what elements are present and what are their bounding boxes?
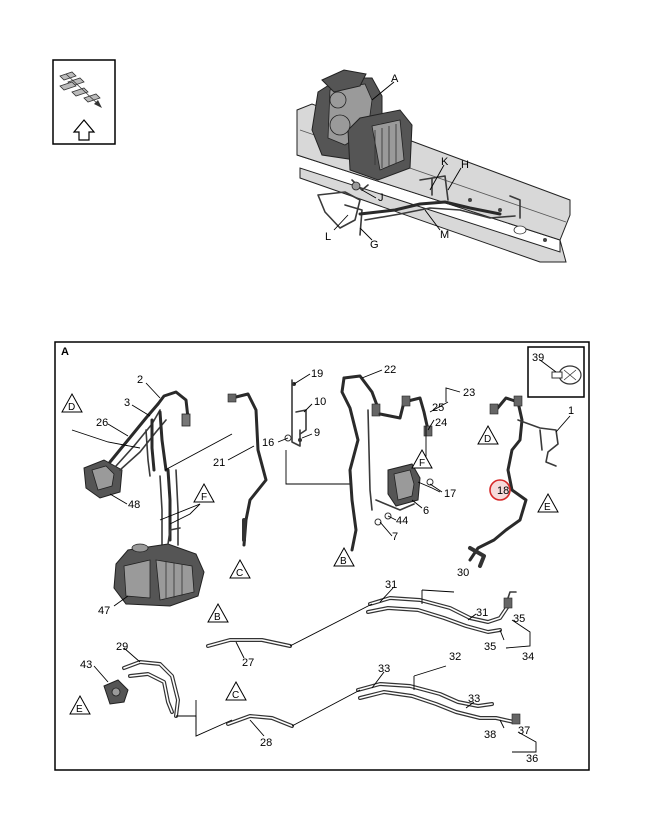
callout-27: 27 (242, 657, 254, 669)
callout-31-a: 31 (385, 579, 397, 591)
inset-part-18: 39 (527, 346, 585, 398)
callout-H: H (461, 159, 469, 171)
callout-J: J (378, 192, 384, 204)
callout-35-a: 35 (513, 613, 525, 625)
ref-triangle-E-lower: E (69, 694, 91, 715)
pipe-29 (103, 660, 233, 737)
callout-47: 47 (98, 605, 110, 617)
detail-label: A (61, 346, 69, 358)
svg-text:F: F (419, 458, 425, 469)
svg-text:C: C (236, 568, 243, 579)
detail-frame (54, 341, 590, 771)
reference-triangles: D F B C D F E B (61, 392, 559, 715)
pipe-30-31 (366, 589, 517, 634)
callout-6: 6 (423, 505, 429, 517)
detail-callouts: 2 3 26 48 47 19 10 16 9 21 22 23 25 24 1… (80, 364, 574, 765)
module-6-39-44 (374, 463, 441, 526)
callout-9: 9 (314, 427, 320, 439)
overview-illustration (296, 69, 571, 263)
ref-triangle-D-left: D (61, 392, 83, 413)
callout-26: 26 (96, 417, 108, 429)
callout-L: L (325, 231, 331, 243)
callout-32: 32 (449, 651, 461, 663)
callout-43: 43 (80, 659, 92, 671)
svg-text:E: E (544, 502, 551, 513)
orientation-icon (52, 59, 116, 145)
callout-17: 17 (444, 488, 456, 500)
callout-34: 34 (522, 651, 534, 663)
ref-triangle-E-right: E (537, 492, 559, 513)
wire-22 (340, 374, 381, 552)
callout-23: 23 (463, 387, 475, 399)
callout-24: 24 (435, 417, 447, 429)
callout-21: 21 (213, 457, 225, 469)
ref-triangle-C-upper: C (229, 558, 251, 579)
callout-39: 44 (396, 515, 408, 527)
wire-1 (468, 395, 559, 568)
callout-48: 48 (128, 499, 140, 511)
callout-33-a: 33 (378, 663, 390, 675)
callout-33-b: 33 (468, 693, 480, 705)
pipe-32-33 (356, 665, 521, 725)
left-harness (71, 390, 233, 549)
callout-37: 37 (518, 725, 530, 737)
def-tank-47 (113, 527, 205, 607)
callout-K: K (441, 156, 449, 168)
callout-29: 29 (116, 641, 128, 653)
callout-10: 10 (314, 396, 326, 408)
svg-text:B: B (214, 612, 221, 623)
ref-triangle-F-left: F (193, 482, 215, 503)
callout-38: 38 (484, 729, 496, 741)
overview-callouts: A K H J L G M (325, 73, 469, 251)
callout-22: 22 (384, 364, 396, 376)
callout-25: 25 (432, 402, 444, 414)
svg-text:B: B (340, 556, 347, 567)
svg-text:C: C (232, 690, 239, 701)
callout-35-b: 35 (484, 641, 496, 653)
callout-28: 28 (260, 737, 272, 749)
ref-triangle-F-right: F (411, 448, 433, 469)
ref-triangle-D-right: D (477, 424, 499, 445)
svg-text:D: D (68, 402, 75, 413)
callout-30: 30 (457, 567, 469, 579)
callout-44: 7 (392, 531, 398, 543)
callout-3: 3 (124, 397, 130, 409)
callout-19: 19 (311, 368, 323, 380)
callout-7: 1 (568, 405, 574, 417)
callout-M: M (440, 229, 449, 241)
detail-leaders (93, 369, 571, 753)
callout-36: 36 (526, 753, 538, 765)
callout-16: 16 (262, 437, 274, 449)
svg-text:D: D (484, 434, 491, 445)
wire-21 (227, 392, 268, 547)
pipe-27 (195, 603, 373, 730)
svg-text:E: E (76, 704, 83, 715)
callout-18: 39 (532, 352, 544, 364)
ref-triangle-B-lower: B (207, 602, 229, 623)
callout-A-top: A (391, 73, 399, 85)
ref-triangle-B-upper: B (333, 546, 355, 567)
callout-2: 2 (137, 374, 143, 386)
pipe-28 (226, 689, 361, 728)
callout-1: 18 (497, 485, 509, 497)
ref-triangle-C-lower: C (225, 680, 247, 701)
callout-G: G (370, 239, 379, 251)
svg-text:F: F (201, 492, 207, 503)
wire-23 (378, 395, 433, 465)
highlighted-callout-1[interactable]: 18 (489, 479, 511, 501)
callout-31-b: 31 (476, 607, 488, 619)
